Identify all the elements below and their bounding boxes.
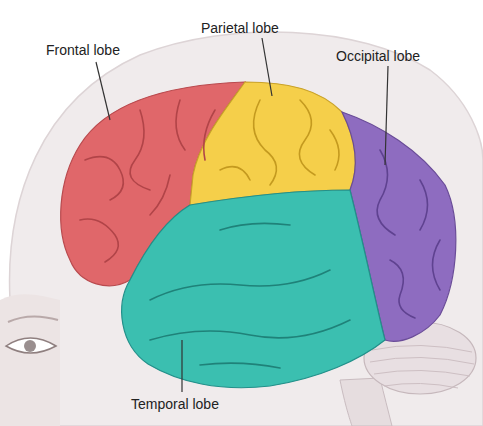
parietal-gyri [220, 100, 339, 185]
leader-line [262, 38, 272, 96]
frontal-gyri [80, 100, 215, 262]
temporal-gyri [150, 223, 350, 368]
leader-line [96, 62, 110, 120]
lobe-label: Occipital lobe [336, 48, 420, 64]
leader-line [181, 340, 182, 392]
eye [6, 338, 56, 353]
cerebellum-folds [370, 345, 474, 388]
lobe-label: Temporal lobe [131, 396, 219, 412]
occipital-gyri [377, 150, 440, 318]
parietal-lobe [190, 82, 356, 205]
lobe-label: Parietal lobe [201, 20, 279, 36]
leader-line [385, 66, 388, 165]
iris [24, 340, 36, 352]
face [0, 294, 60, 426]
eyebrow [8, 316, 58, 322]
lobe-label: Frontal lobe [46, 42, 120, 58]
head-outline [10, 32, 483, 426]
temporal-lobe [122, 190, 385, 388]
leader-lines [96, 38, 388, 392]
